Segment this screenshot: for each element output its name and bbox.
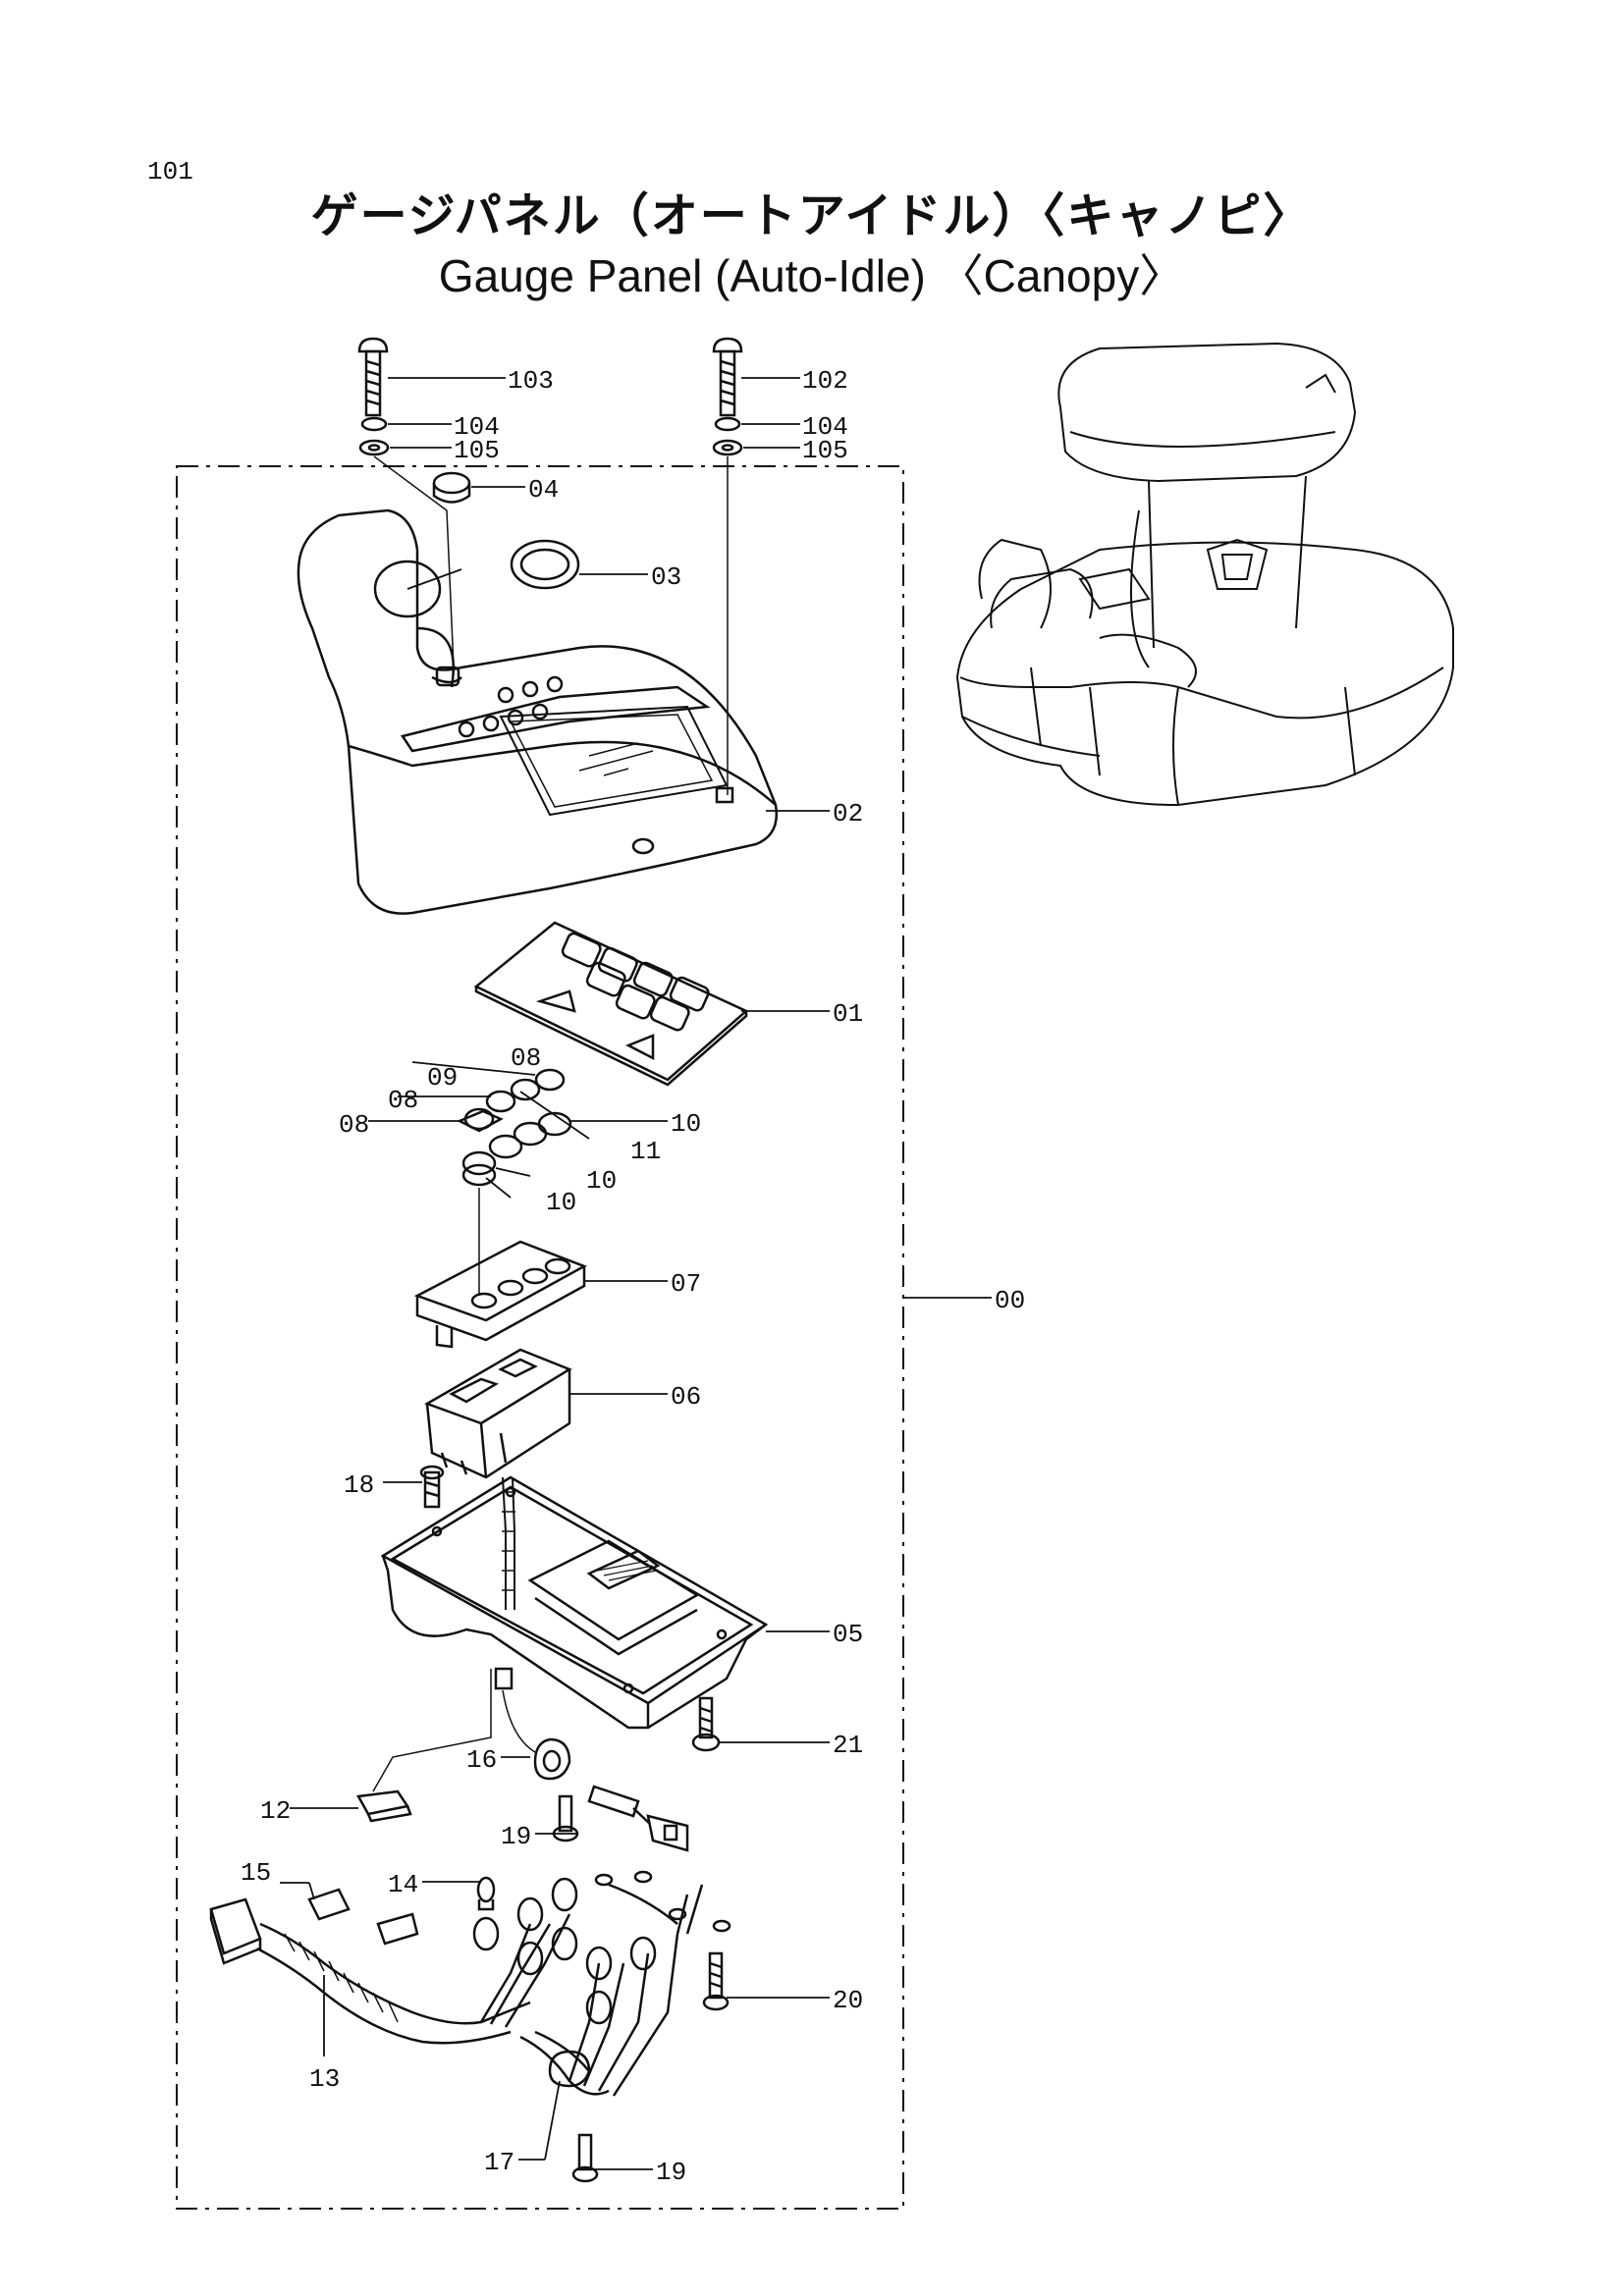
washer-104-right [714, 416, 741, 432]
label-105-right: 105 [802, 436, 848, 465]
connector-16-side [587, 1785, 689, 1852]
label-103: 103 [508, 366, 554, 396]
label-15: 15 [241, 1858, 271, 1888]
label-04: 04 [528, 475, 559, 505]
label-14: 14 [388, 1870, 418, 1899]
label-00: 00 [995, 1286, 1025, 1315]
canopy-vehicle-illustration [955, 342, 1454, 807]
label-20: 20 [833, 1986, 863, 2015]
label-05: 05 [833, 1620, 863, 1649]
meter-unit-06 [424, 1348, 572, 1479]
clip-12 [356, 1789, 412, 1823]
label-08-top: 08 [511, 1043, 541, 1073]
screw-19-lower [571, 2133, 599, 2183]
washer-104-left [360, 416, 388, 432]
bulb-sockets [472, 1876, 657, 2025]
label-102: 102 [802, 366, 848, 396]
label-06: 06 [671, 1382, 701, 1412]
screw-103 [357, 337, 389, 417]
cover-02 [297, 508, 779, 915]
label-10-mid: 10 [586, 1166, 617, 1196]
label-18: 18 [344, 1470, 374, 1500]
label-12: 12 [260, 1796, 291, 1826]
connector-15 [307, 1888, 419, 1946]
assembly-boundary [176, 465, 904, 2210]
label-10-right: 10 [671, 1109, 701, 1139]
label-21: 21 [833, 1731, 863, 1760]
page-number: 101 [147, 157, 193, 187]
label-17: 17 [484, 2148, 514, 2177]
bolt-21 [691, 1696, 721, 1752]
label-07: 07 [671, 1269, 701, 1299]
switch-holder-07 [413, 1240, 587, 1349]
switch-caps-group [456, 1068, 572, 1187]
label-104-left: 104 [454, 412, 500, 442]
label-03: 03 [651, 562, 681, 592]
ring-03 [510, 539, 580, 590]
ring-terminals [594, 1870, 731, 1933]
leader-lines [280, 377, 992, 2170]
case-05 [380, 1475, 769, 1730]
label-11: 11 [630, 1137, 661, 1166]
label-09: 09 [427, 1063, 458, 1093]
clamp-16 [533, 1737, 571, 1781]
label-105-left: 105 [454, 436, 500, 465]
label-10-low: 10 [546, 1188, 576, 1217]
screw-20 [702, 1951, 730, 2011]
plug-04 [432, 471, 471, 504]
label-19-lower: 19 [656, 2158, 686, 2187]
label-16: 16 [466, 1745, 497, 1775]
screw-102 [712, 337, 743, 417]
label-01: 01 [833, 999, 863, 1029]
part-labels: 103 104 105 102 104 105 04 03 02 01 08 0… [241, 366, 1025, 2187]
label-08-mid: 08 [388, 1086, 418, 1115]
label-08-low: 08 [339, 1110, 369, 1140]
washer-105-left [358, 439, 390, 456]
bolt-18 [419, 1465, 445, 1509]
label-13: 13 [309, 2064, 340, 2094]
title-japanese: ゲージパネル（オートアイドル）〈キャノピ〉 [310, 188, 1313, 243]
washer-105-right [712, 439, 743, 456]
label-104-right: 104 [802, 412, 848, 442]
label-02: 02 [833, 799, 863, 828]
wiring-harness-13 [209, 1883, 704, 2097]
title-english: Gauge Panel (Auto-Idle) 〈Canopy〉 [438, 250, 1185, 301]
label-19-upper: 19 [501, 1822, 531, 1851]
